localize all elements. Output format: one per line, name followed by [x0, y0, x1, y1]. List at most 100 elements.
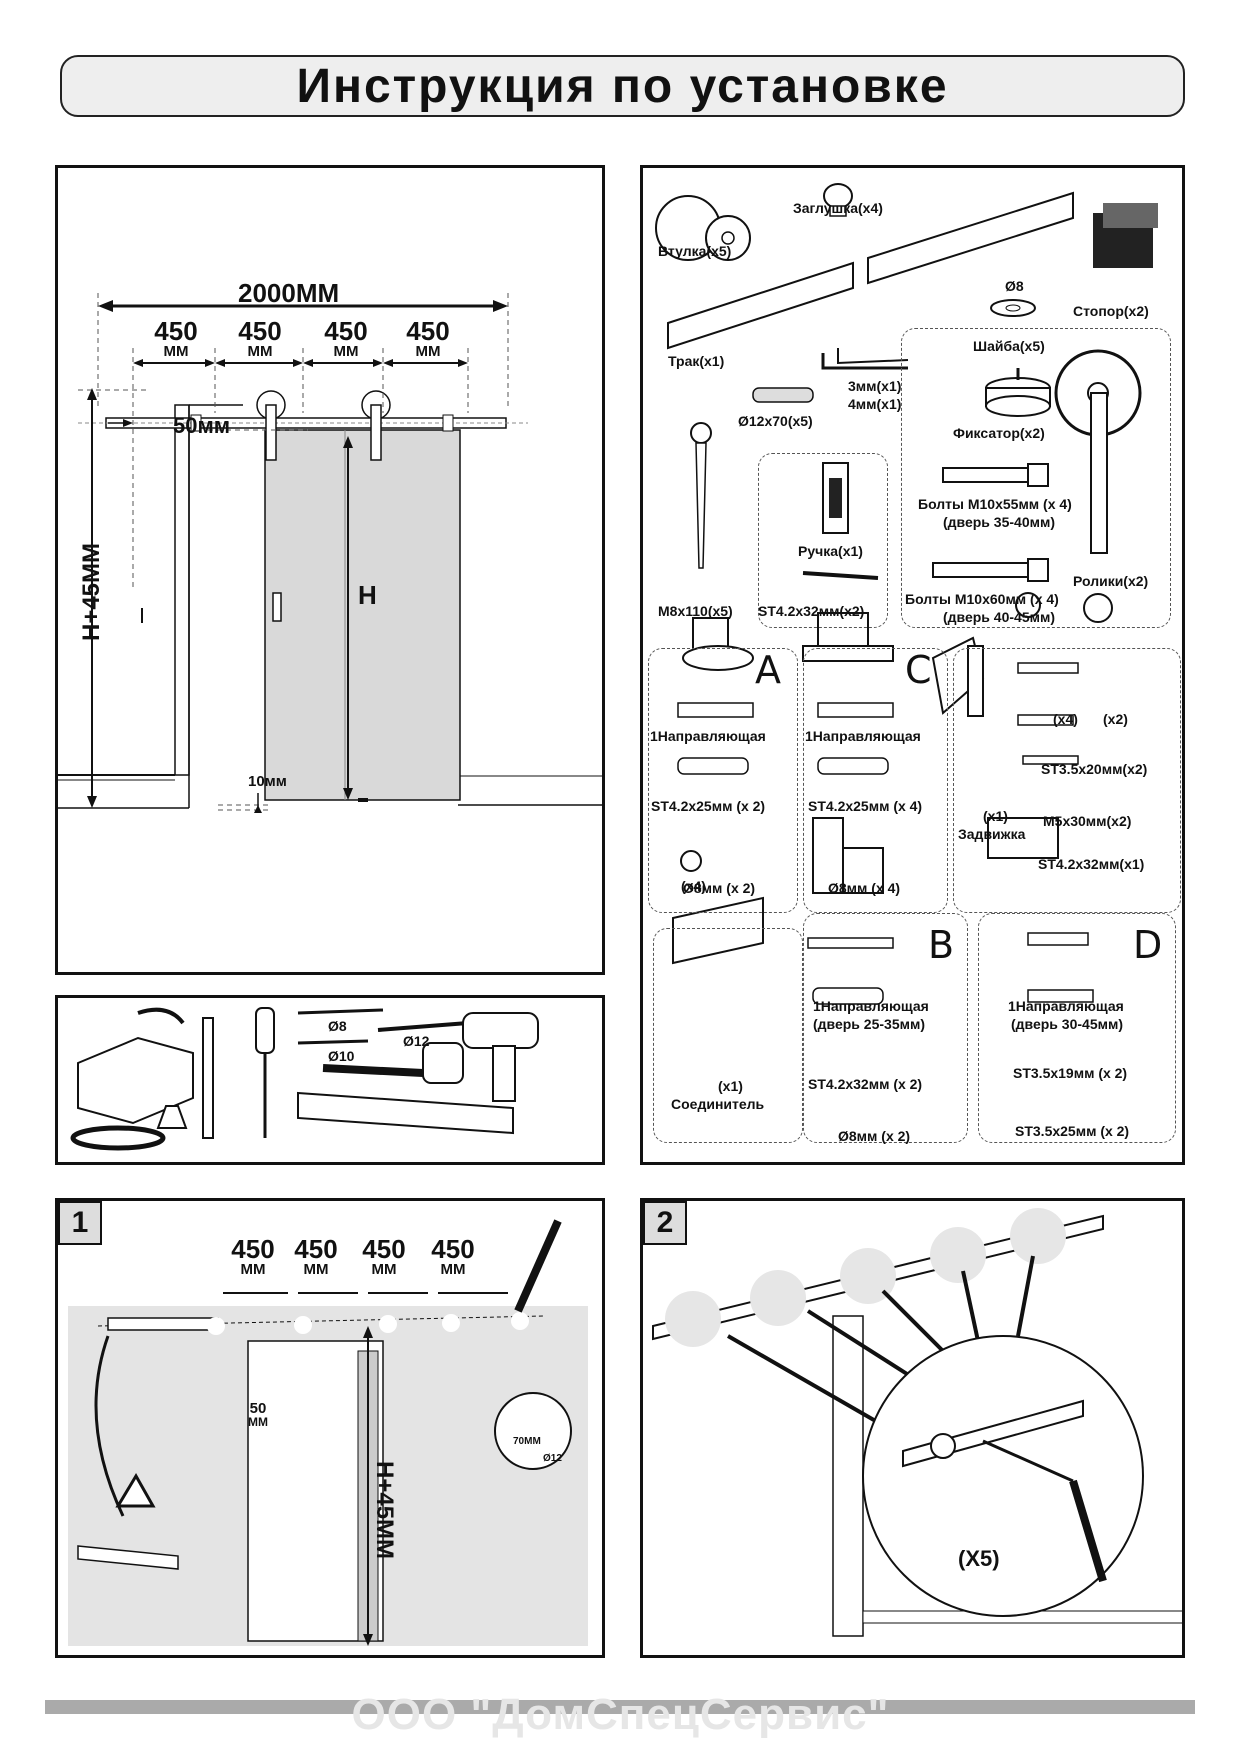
handle-screw-label: ST4.2х32мм(х2): [758, 603, 865, 619]
latch-screw-1: ST3.5х20мм(х2): [1041, 761, 1148, 777]
latch-screw-2: М5х30мм(х2): [1043, 813, 1132, 829]
kit-a-box: [648, 648, 798, 913]
gap-label: 10мм: [248, 773, 287, 790]
parts-drawing: [655, 183, 1158, 1005]
drill-bit-10-icon: [297, 1039, 369, 1045]
watermark: ООО "ДомСпецСервис": [351, 1690, 890, 1739]
step-1-drawing: [68, 1219, 588, 1646]
wrench-icon: [322, 1064, 424, 1077]
warning-icon: [115, 1473, 156, 1508]
lag-bolt-label: М8х110(х5): [658, 603, 733, 619]
kit-c-dowel: Ø8мм (х 4): [828, 880, 901, 896]
total-length-label: 2000ММ: [238, 278, 340, 308]
offset-value: 50: [249, 1400, 267, 1417]
step-2-drawing: [652, 1208, 1182, 1637]
offset-label: 50мм: [173, 413, 231, 438]
drill-detail-icon: [494, 1392, 572, 1470]
segment-unit: ММ: [371, 1261, 397, 1278]
connector-box: [653, 928, 803, 1143]
kit-d-guide: 1Направляющая: [1008, 998, 1124, 1014]
rail-label: Трак(х1): [668, 353, 725, 369]
tape-measure-icon: [422, 1042, 464, 1084]
screw-icon: [677, 702, 754, 718]
latch-x1: (х1): [983, 808, 1008, 824]
step-2-number: 2: [643, 1201, 687, 1245]
segment-unit: ММ: [303, 1261, 329, 1278]
fixator-label: Фиксатор(х2): [953, 425, 1045, 441]
pencil-icon: [514, 1219, 562, 1313]
pencil-icon: [202, 1017, 214, 1139]
bolt-m10x60-door: (дверь 40-45мм): [943, 609, 1055, 625]
stopper-label: Стопор(х2): [1073, 303, 1149, 319]
handle-icon: [822, 462, 849, 534]
handle-label: Ручка(х1): [798, 543, 863, 559]
segment-unit: ММ: [163, 343, 189, 360]
step-2-multiplier: (Х5): [958, 1546, 1000, 1571]
kit-d-screw-2: ST3.5х25мм (х 2): [1015, 1123, 1130, 1139]
anchor-icon: [752, 387, 814, 403]
hex-key-4-label: 4мм(х1): [848, 396, 902, 412]
connector-bolt-count: (х4): [681, 878, 706, 894]
bolt-icon: [680, 850, 702, 872]
title-banner: Инструкция по установке: [60, 55, 1185, 117]
washer-diameter: Ø8: [1005, 278, 1024, 294]
step-1-number: 1: [58, 1201, 102, 1245]
rail-icon: [667, 261, 854, 350]
rollers-label: Ролики(х2): [1073, 573, 1149, 589]
latch-x2: (х2): [1103, 711, 1128, 727]
kit-d-letter: D: [1133, 923, 1163, 967]
kit-c-box: [803, 648, 948, 913]
washer-label: Шайба(х5): [973, 338, 1045, 354]
kit-b-door: (дверь 25-35мм): [813, 1016, 925, 1032]
footer-bar: [45, 1700, 1195, 1714]
door: [264, 429, 461, 801]
spirit-level-icon: [297, 1091, 514, 1135]
hex-key-icon: [821, 353, 908, 370]
segment-value: 450: [431, 1234, 475, 1264]
drill-bit-12-icon: [377, 1021, 469, 1032]
door-handle: [272, 592, 282, 622]
kit-a-guide: 1Направляющая: [650, 728, 766, 744]
bushing-label: Втулка(х5): [658, 243, 732, 259]
connector-label: Соединитель: [671, 1096, 765, 1112]
connector-count: (х1): [718, 1078, 743, 1094]
wrench-icon: [1069, 1479, 1107, 1583]
connector-icon: [672, 896, 764, 965]
guide-c-icon: [817, 612, 869, 649]
cap-label: Заглушка(х4): [793, 200, 883, 216]
drill-diameter-label: Ø12: [543, 1453, 562, 1464]
latch-box: [953, 648, 1181, 913]
tools-drawing: [70, 1007, 539, 1151]
segment-unit: ММ: [333, 343, 359, 360]
anchor-label: Ø12х70(х5): [738, 413, 813, 429]
guide-d-icon: [987, 817, 1059, 859]
overview-drawing: [58, 293, 602, 813]
segment-unit: ММ: [247, 343, 273, 360]
drill-depth-label: 70ММ: [513, 1436, 541, 1447]
drill-bit-8-icon: [297, 1008, 384, 1015]
step-2-panel: 2 (Х5): [640, 1198, 1185, 1658]
toolbox-icon: [77, 1036, 194, 1125]
kit-d-box: [978, 913, 1176, 1143]
kit-b-box: [803, 913, 968, 1143]
segment-value: 450: [362, 1234, 406, 1264]
kit-a-letter: A: [755, 648, 781, 692]
segment-value: 450: [406, 316, 450, 346]
latch-label: Задвижка: [958, 826, 1026, 842]
segment-value: 450: [154, 316, 198, 346]
segment-value: 450: [231, 1234, 275, 1264]
kit-b-guide: 1Направляющая: [813, 998, 929, 1014]
offset-unit: ММ: [248, 1415, 268, 1429]
latch-screw-3: ST4.2х32мм(х1): [1038, 856, 1145, 872]
kit-c-screw: ST4.2х25мм (х 4): [808, 798, 923, 814]
height-label: H+45MM: [78, 542, 106, 642]
screwdriver-icon: [255, 1007, 275, 1054]
